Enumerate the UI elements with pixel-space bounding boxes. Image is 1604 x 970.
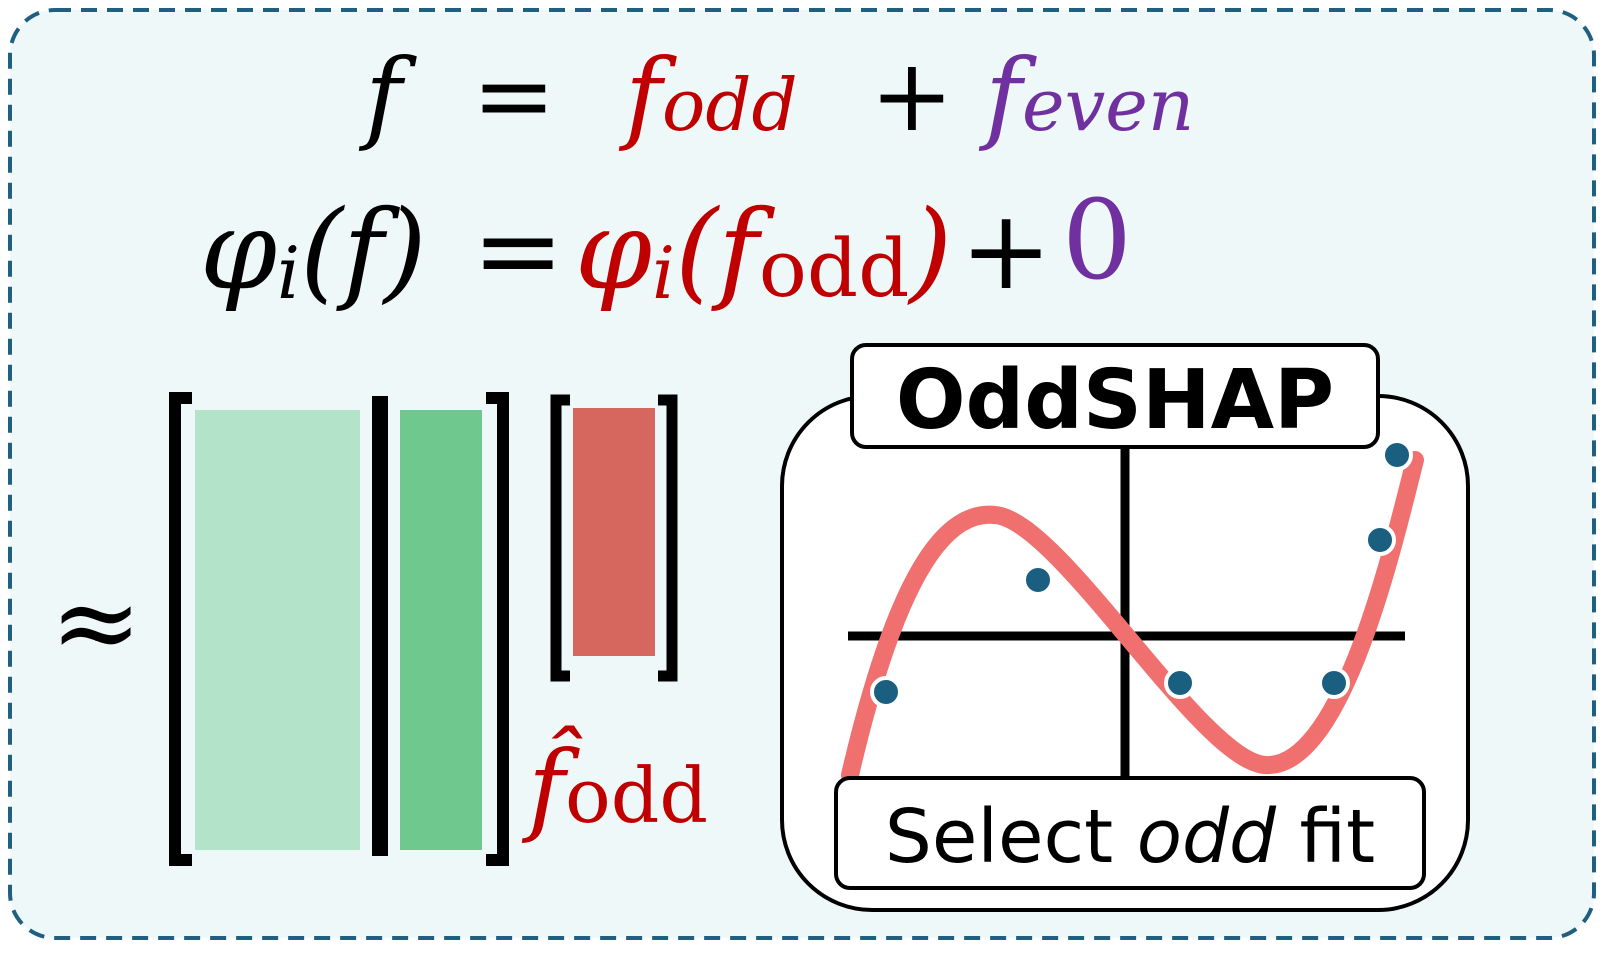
eq1-f-even: feven (978, 37, 1194, 154)
separator-bar (372, 396, 388, 856)
caption-box (834, 776, 1426, 890)
f-hat-odd-label: f̂odd (521, 726, 708, 846)
red-block (573, 408, 655, 656)
left-bracket (169, 392, 192, 866)
eq1-plus: + (870, 37, 954, 154)
feature-matrix (169, 392, 509, 866)
right-bracket (658, 394, 678, 682)
eq1-equals: = (472, 37, 556, 154)
eq2-rhs: φi(fodd) (575, 186, 952, 315)
eq2-lhs: φi(f) (200, 186, 427, 315)
data-point (1364, 524, 1396, 556)
data-point (1164, 667, 1196, 699)
eq2-plus: + (960, 186, 1052, 314)
approx-symbol: ≈ (50, 558, 142, 686)
odd-fit-curve (841, 451, 1424, 784)
data-point (870, 676, 902, 708)
right-bracket (486, 392, 509, 866)
eq2-zero: 0 (1062, 176, 1132, 304)
panel-title: OddSHAP (896, 353, 1334, 448)
odd-coefficient-vector (550, 394, 678, 682)
data-point (1318, 667, 1350, 699)
equation-shap: φi(f) = φi(fodd) + 0 (200, 176, 1132, 315)
data-point (1022, 564, 1054, 596)
eq1-f-odd: fodd (618, 37, 798, 154)
light-green-block (195, 410, 360, 850)
eq2-equals: = (472, 186, 564, 314)
title-box (850, 343, 1380, 449)
oddshap-panel: OddSHAP Select odd fit (780, 343, 1470, 912)
green-block (400, 410, 482, 850)
left-bracket (550, 394, 570, 682)
data-point (1381, 439, 1413, 471)
panel-caption: Select odd fit (885, 794, 1375, 880)
